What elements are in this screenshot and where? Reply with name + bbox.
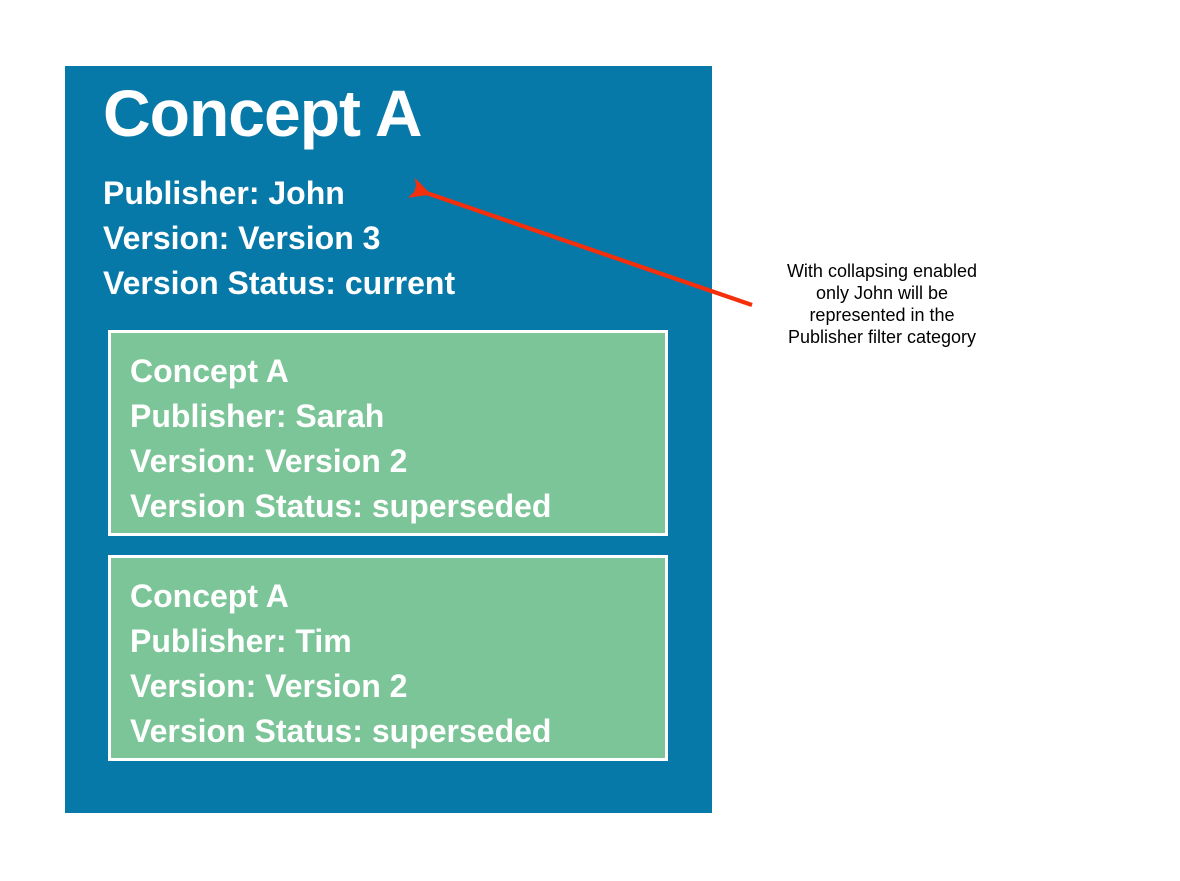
concept-publisher-line: Publisher: John bbox=[103, 175, 345, 211]
version-card-title: Concept A bbox=[130, 353, 289, 389]
version-card: Concept A Publisher: Sarah Version: Vers… bbox=[108, 330, 668, 536]
callout-note-line: represented in the bbox=[809, 305, 955, 325]
version-card: Concept A Publisher: Tim Version: Versio… bbox=[108, 555, 668, 761]
version-card-publisher-line: Publisher: Tim bbox=[130, 623, 352, 659]
version-card-version-line: Version: Version 2 bbox=[130, 668, 408, 704]
concept-version-status-line: Version Status: current bbox=[103, 265, 456, 301]
version-card-status-line: Version Status: superseded bbox=[130, 488, 552, 524]
concept-version-line: Version: Version 3 bbox=[103, 220, 381, 256]
version-card-title: Concept A bbox=[130, 578, 289, 614]
concept-metadata-list: Publisher: John Version: Version 3 Versi… bbox=[103, 171, 663, 306]
version-card-publisher-line: Publisher: Sarah bbox=[130, 398, 385, 434]
concept-panel: Concept A Publisher: John Version: Versi… bbox=[65, 66, 712, 813]
version-card-status-line: Version Status: superseded bbox=[130, 713, 552, 749]
concept-title: Concept A bbox=[103, 76, 423, 150]
version-card-version-line: Version: Version 2 bbox=[130, 443, 408, 479]
callout-note-line: only John will be bbox=[815, 283, 949, 303]
callout-note-line: Publisher filter category bbox=[787, 327, 977, 347]
callout-note: With collapsing enabled only John will b… bbox=[757, 260, 1007, 348]
callout-note-line: With collapsing enabled bbox=[786, 261, 978, 281]
